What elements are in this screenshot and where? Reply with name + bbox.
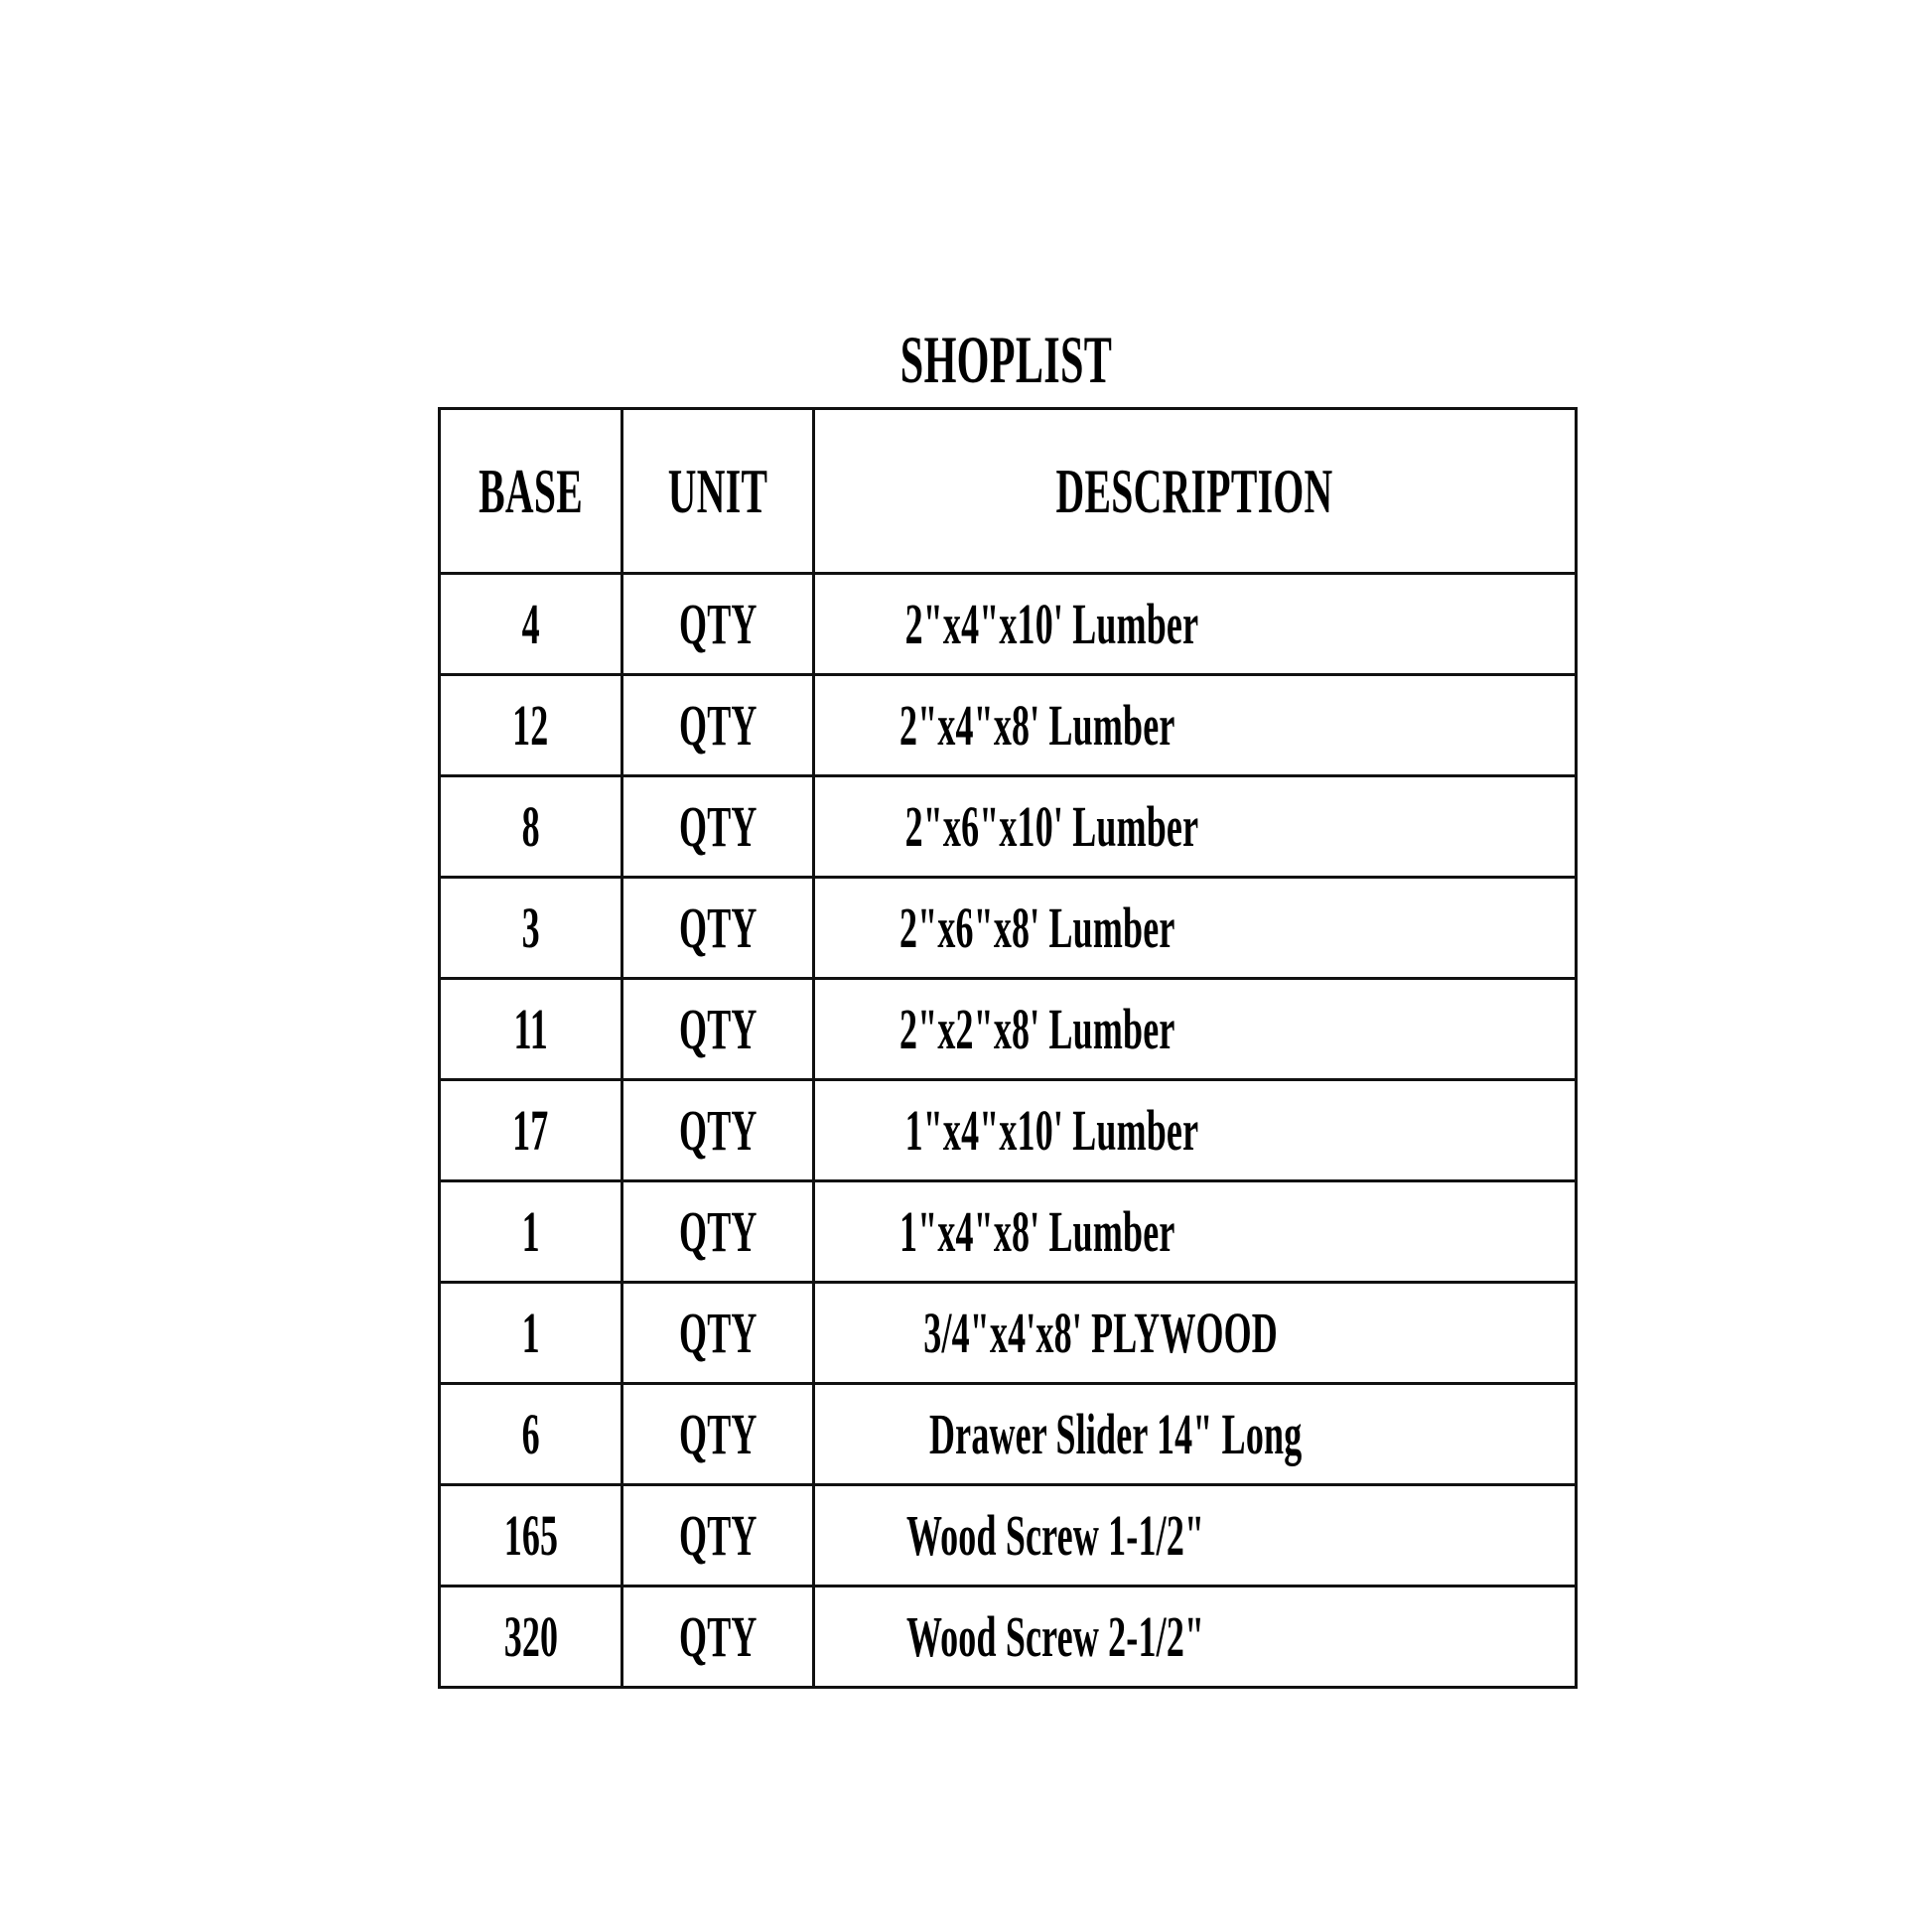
cell-unit: QTY [621, 1483, 815, 1587]
cell-base: 6 [438, 1382, 623, 1486]
cell-description: 2"x4"x10' Lumber [812, 572, 1578, 676]
cell-unit: QTY [621, 1281, 815, 1385]
cell-unit: QTY [621, 1585, 815, 1689]
cell-base: 4 [438, 572, 623, 676]
cell-unit-text: QTY [678, 692, 758, 758]
cell-unit: QTY [621, 572, 815, 676]
table-row: 11 QTY 2"x2"x8' Lumber [438, 977, 1578, 1081]
cell-description-text: 2"x6"x8' Lumber [899, 895, 1175, 960]
cell-unit: QTY [621, 876, 815, 980]
cell-description: 2"x2"x8' Lumber [812, 977, 1578, 1081]
cell-unit: QTY [621, 673, 815, 777]
column-header-base: BASE [438, 407, 623, 575]
table-row: 17 QTY 1"x4"x10' Lumber [438, 1078, 1578, 1182]
cell-unit-text: QTY [678, 1603, 758, 1669]
cell-description-text: 1"x4"x10' Lumber [904, 1097, 1199, 1163]
cell-base: 165 [438, 1483, 623, 1587]
table-row: 6 QTY Drawer Slider 14" Long [438, 1382, 1578, 1486]
cell-unit-text: QTY [678, 591, 758, 656]
table-row: 3 QTY 2"x6"x8' Lumber [438, 876, 1578, 980]
cell-description: 1"x4"x10' Lumber [812, 1078, 1578, 1182]
cell-base-text: 12 [512, 692, 549, 758]
table-row: 12 QTY 2"x4"x8' Lumber [438, 673, 1578, 777]
cell-unit-text: QTY [678, 996, 758, 1061]
cell-description: 2"x6"x8' Lumber [812, 876, 1578, 980]
table-row: 1 QTY 1"x4"x8' Lumber [438, 1179, 1578, 1284]
cell-description-text: 1"x4"x8' Lumber [899, 1198, 1175, 1264]
cell-base-text: 165 [503, 1502, 558, 1568]
table-row: 1 QTY 3/4"x4'x8' PLYWOOD [438, 1281, 1578, 1385]
cell-base-text: 8 [521, 793, 540, 859]
cell-base-text: 17 [512, 1097, 549, 1163]
table-row: 4 QTY 2"x4"x10' Lumber [438, 572, 1578, 676]
cell-unit: QTY [621, 774, 815, 879]
cell-description-text: 2"x4"x10' Lumber [904, 591, 1199, 656]
cell-description-text: Drawer Slider 14" Long [929, 1401, 1303, 1466]
cell-unit-text: QTY [678, 793, 758, 859]
cell-unit: QTY [621, 1382, 815, 1486]
cell-unit-text: QTY [678, 895, 758, 960]
cell-base: 11 [438, 977, 623, 1081]
table-row: 320 QTY Wood Screw 2-1/2" [438, 1585, 1578, 1689]
cell-unit-text: QTY [678, 1097, 758, 1163]
cell-base-text: 3 [521, 895, 540, 960]
cell-unit-text: QTY [678, 1198, 758, 1264]
cell-base: 17 [438, 1078, 623, 1182]
cell-base: 1 [438, 1179, 623, 1284]
cell-description: 2"x6"x10' Lumber [812, 774, 1578, 879]
header-row: BASE UNIT DESCRIPTION [438, 407, 1578, 575]
cell-base: 320 [438, 1585, 623, 1689]
table-row: 165 QTY Wood Screw 1-1/2" [438, 1483, 1578, 1587]
cell-base: 3 [438, 876, 623, 980]
cell-unit-text: QTY [678, 1401, 758, 1466]
cell-description-text: 2"x4"x8' Lumber [899, 692, 1175, 758]
column-header-description: DESCRIPTION [812, 407, 1578, 575]
cell-description: 3/4"x4'x8' PLYWOOD [812, 1281, 1578, 1385]
cell-unit-text: QTY [678, 1300, 758, 1365]
cell-base-text: 11 [513, 996, 548, 1061]
column-header-base-label: BASE [479, 455, 583, 526]
cell-description: Wood Screw 1-1/2" [812, 1483, 1578, 1587]
table-row: 8 QTY 2"x6"x10' Lumber [438, 774, 1578, 879]
column-header-unit: UNIT [621, 407, 815, 575]
cell-unit: QTY [621, 1179, 815, 1284]
cell-unit-text: QTY [678, 1502, 758, 1568]
cell-base-text: 1 [521, 1198, 540, 1264]
cell-description: Wood Screw 2-1/2" [812, 1585, 1578, 1689]
cell-description-text: 3/4"x4'x8' PLYWOOD [923, 1300, 1278, 1365]
cell-description: Drawer Slider 14" Long [812, 1382, 1578, 1486]
page-title: SHOPLIST [899, 322, 1113, 397]
cell-base-text: 320 [503, 1603, 558, 1669]
column-header-description-label: DESCRIPTION [1055, 455, 1334, 526]
cell-description-text: Wood Screw 2-1/2" [905, 1603, 1205, 1669]
table-header: BASE UNIT DESCRIPTION [438, 407, 1578, 575]
cell-description-text: 2"x2"x8' Lumber [899, 996, 1175, 1061]
cell-description-text: Wood Screw 1-1/2" [905, 1502, 1205, 1568]
cell-unit: QTY [621, 1078, 815, 1182]
cell-base: 12 [438, 673, 623, 777]
cell-unit: QTY [621, 977, 815, 1081]
cell-description-text: 2"x6"x10' Lumber [904, 793, 1199, 859]
cell-description: 2"x4"x8' Lumber [812, 673, 1578, 777]
cell-base: 8 [438, 774, 623, 879]
cell-base: 1 [438, 1281, 623, 1385]
cell-base-text: 4 [521, 591, 540, 656]
cell-base-text: 6 [521, 1401, 540, 1466]
cell-description: 1"x4"x8' Lumber [812, 1179, 1578, 1284]
cell-base-text: 1 [521, 1300, 540, 1365]
column-header-unit-label: UNIT [667, 455, 768, 526]
